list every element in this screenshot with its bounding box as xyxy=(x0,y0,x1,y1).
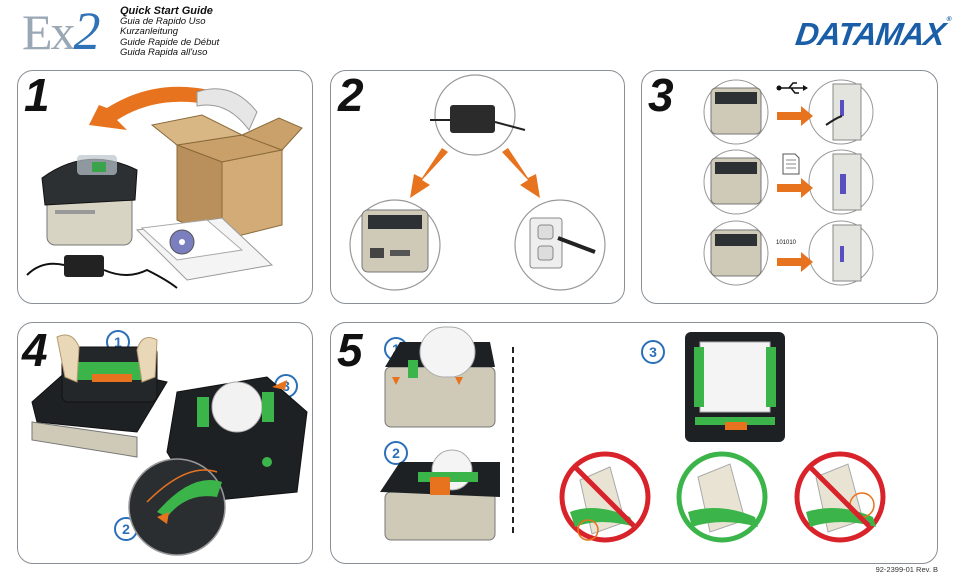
serial-code-label: 101010 xyxy=(776,240,797,246)
shipping-box xyxy=(150,114,303,241)
step-4-number: 4 xyxy=(22,324,48,376)
ex2-logo: Ex2 xyxy=(22,1,101,61)
step-4-illustration xyxy=(31,334,308,556)
power-adapter xyxy=(450,105,495,133)
checkmark-circle-icon xyxy=(676,451,768,543)
prohibited-icon xyxy=(794,451,886,543)
step-2-number: 2 xyxy=(338,69,364,121)
title-portuguese: Guia de Rapido Uso xyxy=(120,15,206,27)
step5-substep-2-badge: 2 xyxy=(384,441,408,465)
printer-unit xyxy=(41,155,138,246)
step-1-illustration xyxy=(26,86,303,289)
guide-titles: Quick Start Guide Guia de Rapido Uso Kur… xyxy=(120,6,219,59)
step-1-number: 1 xyxy=(24,69,50,121)
document-icon xyxy=(782,153,800,175)
title-italian: Guida Rapida all'uso xyxy=(120,47,208,58)
step5-substep-3-badge: 3 xyxy=(641,340,665,364)
title-french: Guide Rapide de Début xyxy=(120,36,220,48)
prohibited-icon xyxy=(559,451,651,543)
arrow-left-icon xyxy=(410,148,448,198)
usb-icon xyxy=(776,82,808,94)
document-id: 92-2399-01 Rev. B xyxy=(875,565,938,574)
step-5-illustration xyxy=(380,326,886,543)
title-german: Kurzanleitung xyxy=(120,26,179,37)
arrow-right-icon xyxy=(502,148,540,198)
title-english: Quick Start Guide xyxy=(120,5,213,17)
step-5-number: 5 xyxy=(337,324,363,376)
step-3-number: 3 xyxy=(648,69,674,121)
step-3-illustration xyxy=(703,79,874,286)
datamax-logo: DATAMAX® xyxy=(793,16,952,52)
step-2-illustration xyxy=(349,74,606,291)
